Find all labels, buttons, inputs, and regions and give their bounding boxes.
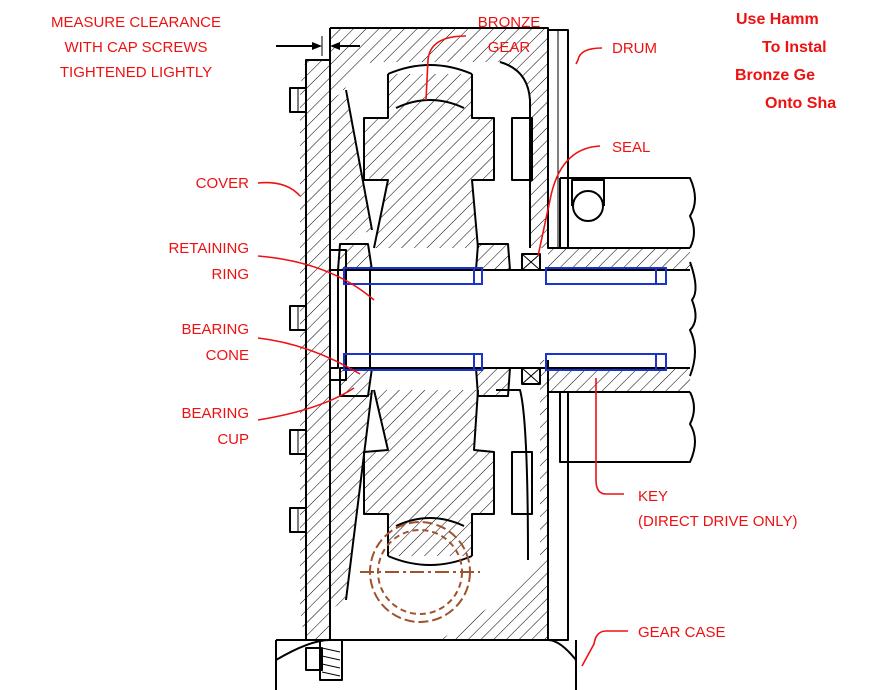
bearing-cup-line-1: BEARING	[181, 405, 249, 422]
measure-clearance-line-3: TIGHTENED LIGHTLY	[60, 64, 212, 81]
note-line-1: Use Hamm	[736, 11, 819, 28]
bronze-gear	[363, 64, 533, 566]
cover-label: COVER	[196, 175, 250, 192]
gear-case-label: GEAR CASE	[638, 624, 726, 641]
measure-clearance-line-2: WITH CAP SCREWS	[64, 39, 207, 56]
shaft	[370, 177, 697, 463]
note-line-2: To Instal	[762, 39, 827, 56]
bearing-cup-line-2: CUP	[217, 431, 249, 448]
retaining-ring-line-1: RETAINING	[168, 240, 249, 257]
housing-ribs	[330, 61, 531, 610]
bronze-gear-line-1: BRONZE	[478, 14, 541, 31]
bolt-threads	[321, 647, 341, 677]
bearing-cone-line-2: CONE	[206, 347, 249, 364]
key	[343, 267, 667, 371]
note-line-3: Bronze Ge	[735, 67, 815, 84]
clearance-dimension	[276, 36, 360, 56]
note-line-4: Onto Sha	[765, 95, 836, 112]
drawing	[257, 27, 697, 690]
leader-lines	[257, 35, 628, 667]
cover	[289, 59, 347, 641]
drum	[547, 29, 569, 641]
bronze-gear-line-2: GEAR	[488, 39, 531, 56]
measure-clearance-line-1: MEASURE CLEARANCE	[51, 14, 221, 31]
installation-note: Use Hamm To Instal Bronze Ge Onto Sha	[735, 11, 836, 112]
key-line-2: (DIRECT DRIVE ONLY)	[638, 513, 797, 530]
key-line-1: KEY	[638, 488, 668, 505]
bearings	[337, 243, 541, 397]
seal-label: SEAL	[612, 139, 650, 156]
drum-label: DRUM	[612, 40, 657, 57]
bearing-cone-line-1: BEARING	[181, 321, 249, 338]
labels: MEASURE CLEARANCE WITH CAP SCREWS TIGHTE…	[51, 14, 797, 641]
worm-circle	[360, 521, 480, 623]
retaining-ring-line-2: RING	[212, 266, 250, 283]
